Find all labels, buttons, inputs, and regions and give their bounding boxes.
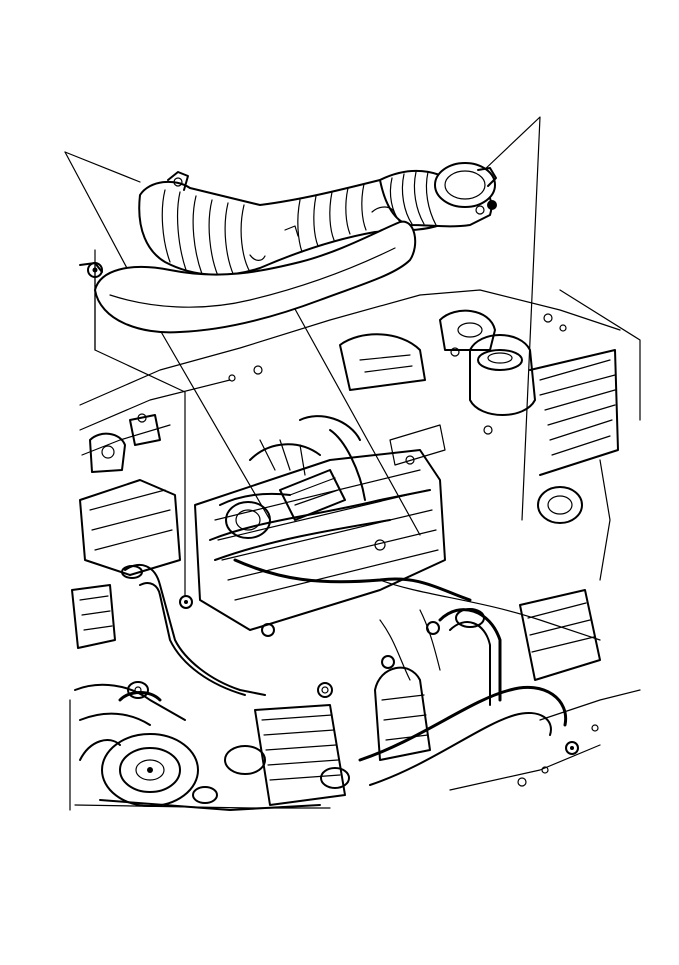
callout-line-throttle <box>159 329 271 521</box>
callout-line-left-top <box>64 151 141 183</box>
lower-right-components <box>179 424 641 791</box>
air-intake-duct <box>79 162 497 334</box>
drawing-bottom-edge <box>69 699 331 811</box>
engine-bay-outline <box>79 289 641 581</box>
callout-line-right-bracket <box>481 116 541 521</box>
left-engine-side <box>71 413 350 811</box>
valve-cover <box>194 415 601 641</box>
